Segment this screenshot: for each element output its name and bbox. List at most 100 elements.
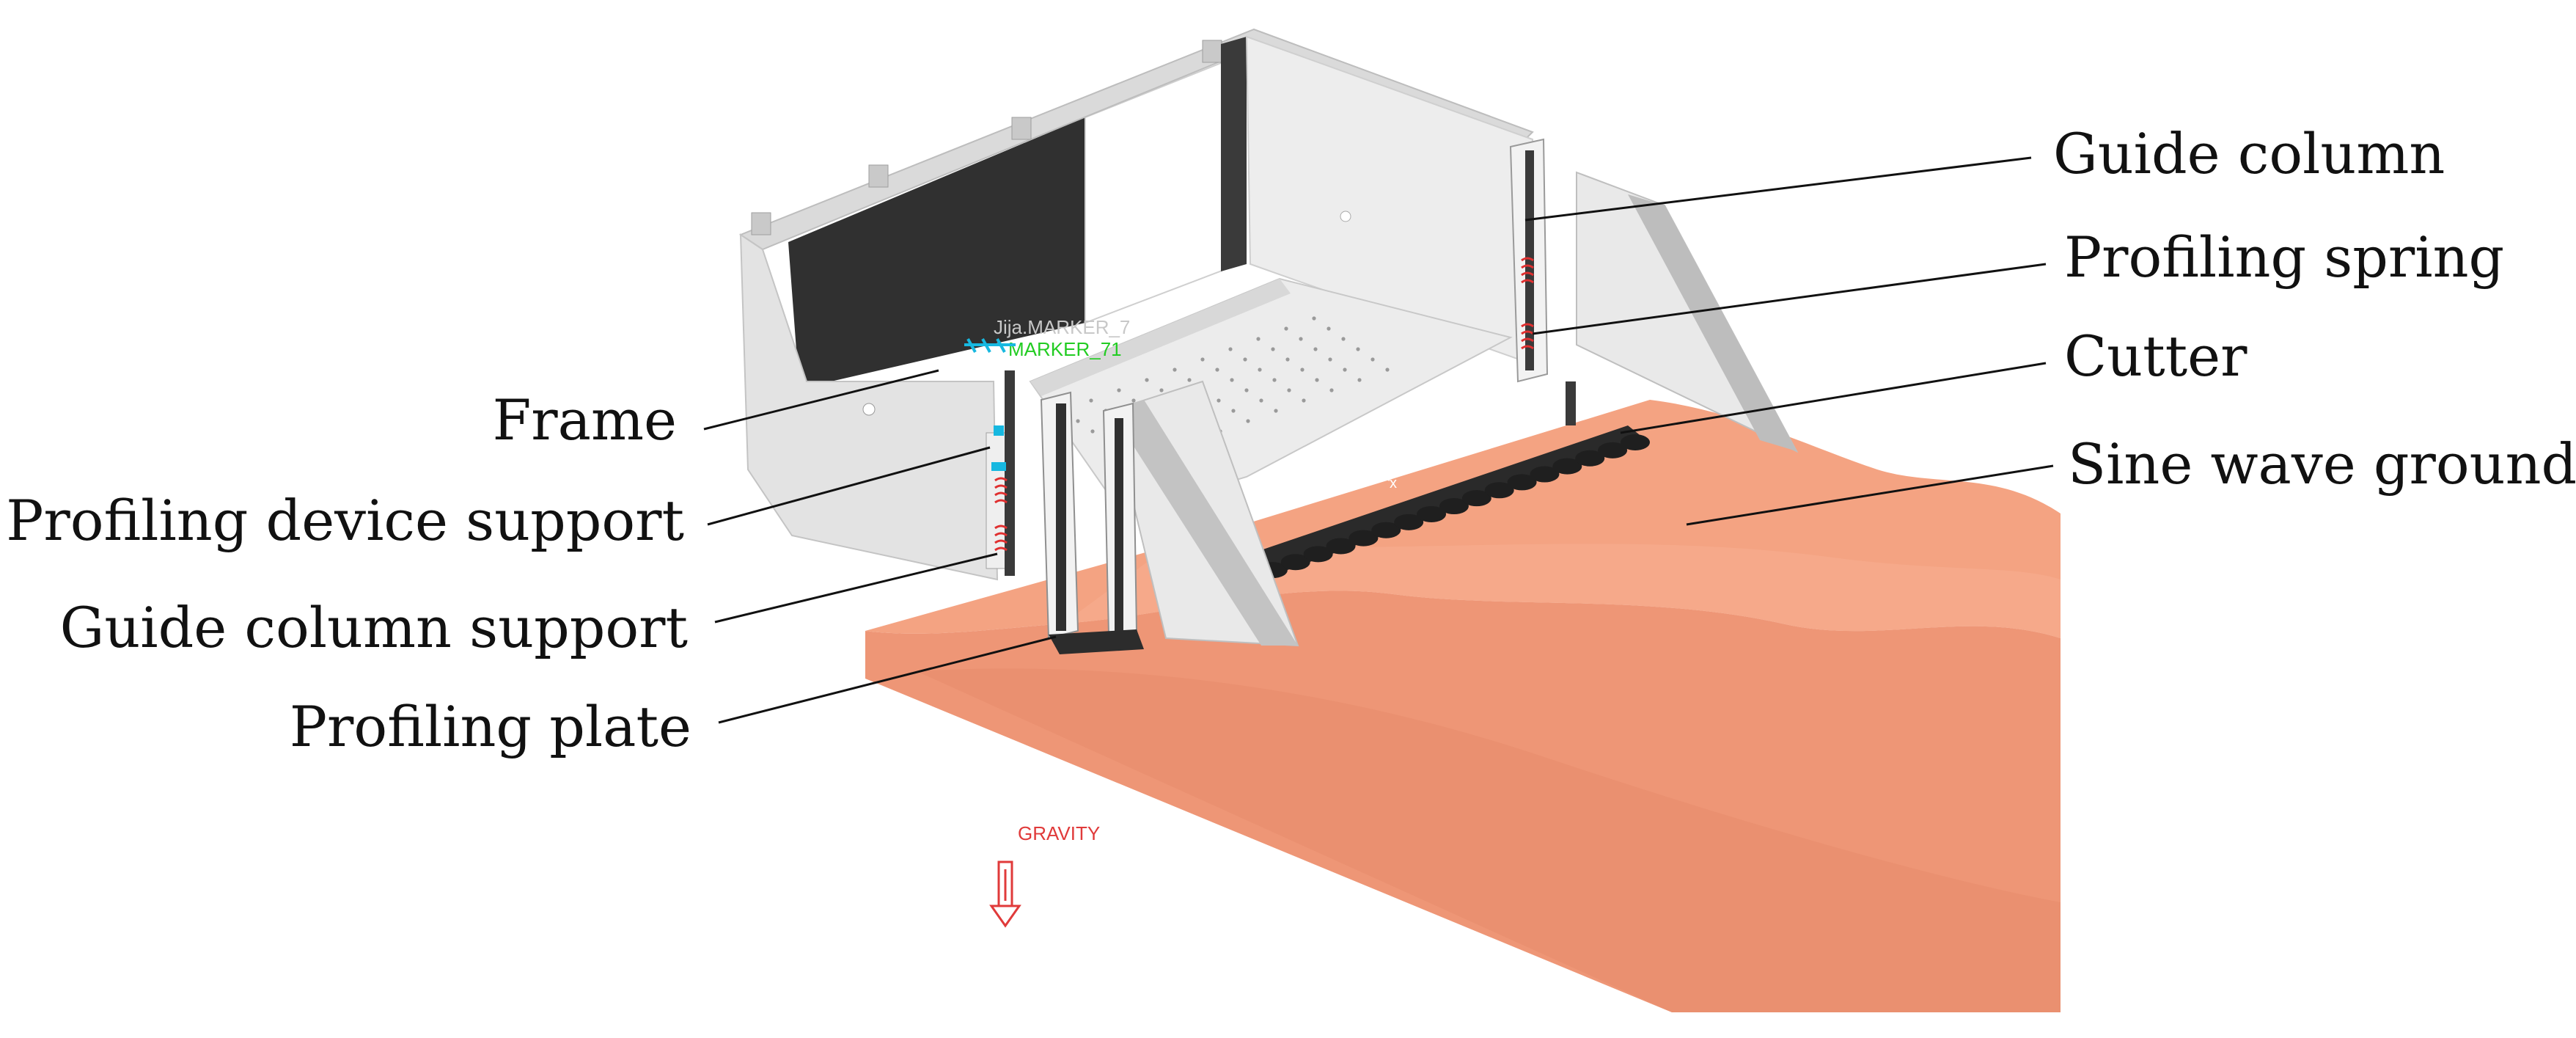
spring-coil bbox=[1521, 257, 1534, 284]
deck-hole bbox=[1215, 368, 1219, 372]
profiling-device-marker-icon bbox=[991, 425, 1006, 471]
leader-cutter bbox=[1620, 362, 2047, 434]
deck-hole bbox=[1284, 326, 1288, 331]
leader-profiling-device-support bbox=[707, 446, 991, 526]
cutter bbox=[1236, 425, 1650, 586]
deck-hole bbox=[1200, 357, 1205, 362]
marker-annotations: Jija.MARKER_7 MARKER_71 y x z ban.cm bbox=[964, 316, 1434, 491]
deck-hole bbox=[1356, 347, 1360, 351]
cutter-tooth bbox=[1621, 434, 1650, 450]
marker-71-text: MARKER_71 bbox=[1008, 338, 1122, 360]
marker-top-text: Jija.MARKER_7 bbox=[994, 316, 1130, 338]
cutter-tooth bbox=[1348, 530, 1379, 547]
cutter-tooth bbox=[1552, 458, 1582, 475]
deck-hole bbox=[1187, 378, 1192, 382]
cutter-tooth bbox=[1575, 450, 1605, 467]
cutter-tooth bbox=[1280, 554, 1310, 571]
label-frame: Frame bbox=[492, 387, 677, 453]
deck-hole bbox=[1117, 388, 1121, 392]
deck-hole bbox=[1329, 388, 1334, 392]
label-profiling-device-support: Profiling device support bbox=[6, 488, 684, 553]
deck-hole bbox=[1272, 378, 1277, 382]
gravity-text: GRAVITY bbox=[1018, 822, 1100, 844]
deck-hole bbox=[1341, 337, 1346, 341]
deck-hole bbox=[1244, 388, 1249, 392]
deck-hole bbox=[1357, 378, 1362, 382]
deck-hole bbox=[1173, 368, 1177, 372]
guide-column-right bbox=[1509, 138, 1576, 425]
label-guide-column: Guide column bbox=[2053, 121, 2445, 186]
deck-hole bbox=[1285, 357, 1290, 362]
deck-hole bbox=[1258, 368, 1262, 372]
ground-shade bbox=[917, 668, 2061, 1012]
marker-71-icon bbox=[964, 338, 1016, 353]
deck-hole bbox=[1300, 368, 1304, 372]
deck-hole bbox=[1274, 409, 1278, 413]
deck-hole bbox=[1312, 316, 1316, 321]
cutter-tooth bbox=[1530, 466, 1560, 483]
leader-sine-wave-ground bbox=[1686, 464, 2054, 526]
deck-hole bbox=[1299, 337, 1303, 341]
deck-hole bbox=[1302, 398, 1306, 403]
deck-hole bbox=[1259, 398, 1263, 403]
deck-hole bbox=[1343, 368, 1347, 372]
deck-hole bbox=[1090, 429, 1095, 434]
cutter-tooth bbox=[1461, 490, 1491, 507]
spring-coil bbox=[994, 525, 1008, 552]
axis-z-label: z bbox=[1342, 470, 1349, 486]
deck-hole bbox=[1145, 378, 1149, 382]
ban-cm-text: ban.cm bbox=[1371, 439, 1434, 461]
axis-x-label: x bbox=[1390, 475, 1397, 491]
label-profiling-spring: Profiling spring bbox=[2064, 224, 2505, 290]
cutter-tooth bbox=[1507, 474, 1537, 491]
cutter-tooth bbox=[1326, 538, 1356, 555]
deck-hole bbox=[1271, 347, 1275, 351]
cutter-tooth bbox=[1394, 513, 1424, 530]
deck-hole bbox=[1131, 398, 1136, 403]
deck-hole bbox=[1231, 409, 1236, 413]
label-cutter: Cutter bbox=[2064, 324, 2247, 389]
deck-hole bbox=[1228, 347, 1233, 351]
deck-hole bbox=[1230, 378, 1234, 382]
triad-icon bbox=[1352, 444, 1390, 481]
cutter-tooth bbox=[1303, 546, 1333, 563]
leader-profiling-plate bbox=[718, 635, 1057, 724]
deck-hole bbox=[1159, 388, 1164, 392]
cutter-tooth bbox=[1439, 498, 1469, 515]
cutter-tooth bbox=[1371, 522, 1401, 538]
deck-hole bbox=[1089, 398, 1093, 403]
deck-hole bbox=[1313, 347, 1318, 351]
frame-back-dark-panel bbox=[788, 117, 1085, 389]
axis-y-label: y bbox=[1362, 431, 1370, 447]
leader-frame bbox=[703, 369, 939, 431]
leader-guide-column bbox=[1524, 156, 2032, 222]
spring-coil bbox=[1521, 323, 1534, 350]
leader-profiling-spring bbox=[1532, 263, 2047, 335]
deck-hole bbox=[1385, 368, 1390, 372]
profiling-plate bbox=[1049, 629, 1144, 654]
leader-lines bbox=[703, 156, 2054, 724]
deck-hole bbox=[1328, 357, 1332, 362]
deck-hole bbox=[1370, 357, 1375, 362]
cutter-tooth bbox=[1484, 482, 1514, 499]
deck-hole bbox=[1287, 388, 1291, 392]
label-guide-column-support: Guide column support bbox=[59, 595, 688, 660]
deck-hole bbox=[1243, 357, 1247, 362]
ground-highlight bbox=[1063, 543, 2061, 638]
deck-hole bbox=[1217, 398, 1221, 403]
deck-hole bbox=[1256, 337, 1261, 341]
deck-hole bbox=[1076, 419, 1080, 423]
label-profiling-plate: Profiling plate bbox=[289, 694, 691, 759]
profiling-springs bbox=[994, 257, 1534, 552]
label-sine-wave-ground: Sine wave ground bbox=[2068, 431, 2576, 497]
gravity-indicator: GRAVITY bbox=[989, 822, 1100, 928]
spring-coil bbox=[994, 477, 1008, 504]
deck-hole bbox=[1326, 326, 1331, 331]
deck-hole bbox=[1315, 378, 1319, 382]
deck-hole bbox=[1246, 419, 1250, 423]
cutter-tooth bbox=[1598, 442, 1628, 458]
cutter-tooth bbox=[1417, 505, 1447, 522]
leader-guide-column-support bbox=[714, 552, 998, 624]
